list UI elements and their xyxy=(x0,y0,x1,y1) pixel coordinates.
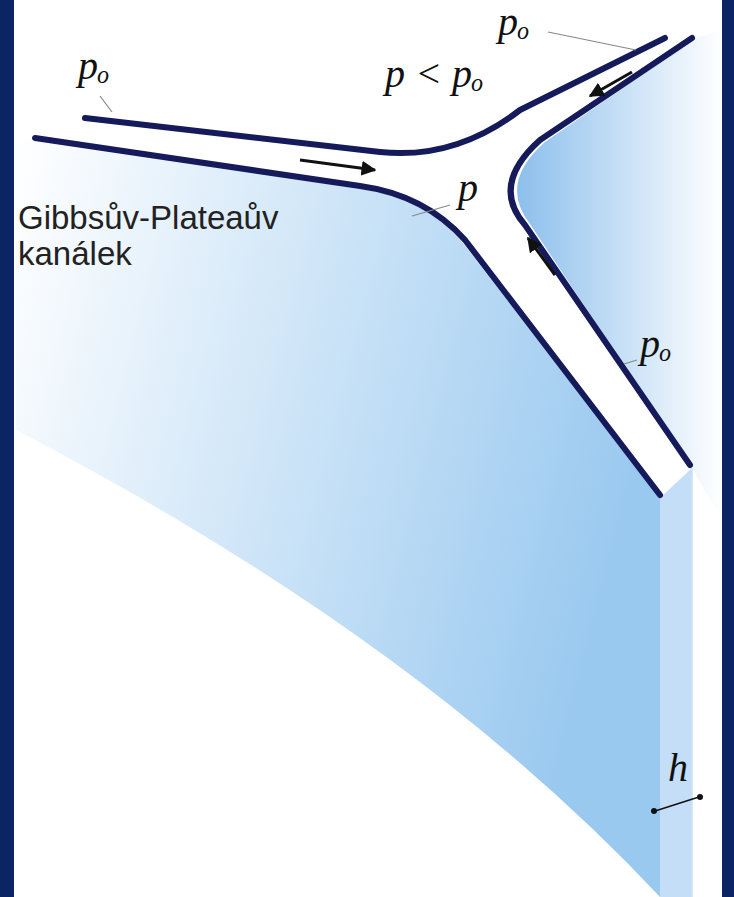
film-interior xyxy=(35,38,692,495)
thickness-dimension xyxy=(651,794,703,814)
film-boundary xyxy=(511,38,692,465)
leader-line xyxy=(100,96,112,112)
leader-line xyxy=(412,205,450,216)
flow-arrow xyxy=(528,238,555,275)
pressure-label: pₒ xyxy=(640,322,671,366)
channel-label: Gibbsův-Plateaův kanálek xyxy=(18,200,378,273)
pressure-label: p xyxy=(458,166,478,210)
thickness-label: h xyxy=(668,746,688,790)
film-surface xyxy=(660,468,692,897)
film-boundary xyxy=(85,38,665,153)
flow-arrow xyxy=(300,160,375,170)
leader-line xyxy=(548,32,636,50)
film-boundary xyxy=(35,138,660,495)
pressure-label: p < pₒ xyxy=(385,52,483,96)
flow-arrow xyxy=(590,72,632,96)
white-panel xyxy=(14,0,722,897)
pressure-label: pₒ xyxy=(498,0,529,44)
pressure-label: pₒ xyxy=(78,44,109,88)
leader-line xyxy=(624,360,637,364)
film-edge xyxy=(691,468,693,897)
